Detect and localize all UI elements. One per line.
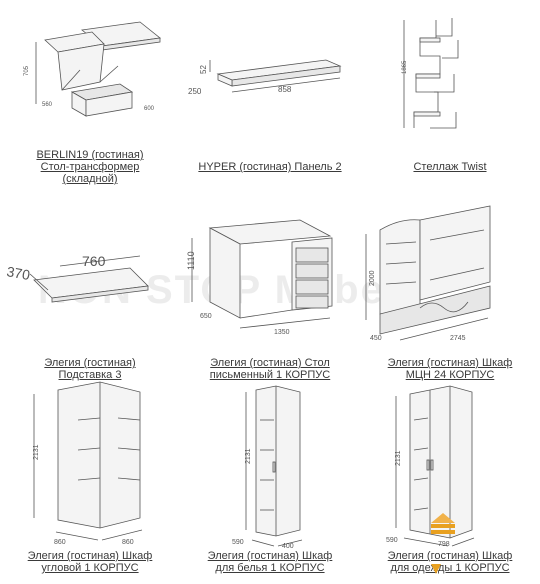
product-drawing-berlin19[interactable]: 705 600 560: [0, 0, 180, 145]
dim-label: 860: [122, 539, 134, 546]
product-link-twist[interactable]: Стеллаж Twist: [360, 161, 540, 173]
caption-line[interactable]: Элегия (гостиная) Шкаф: [387, 357, 513, 369]
product-drawing-hyper[interactable]: 52 250 858: [180, 0, 360, 145]
product-link-wall24[interactable]: Элегия (гостиная) Шкаф МЦН 24 КОРПУС: [360, 357, 540, 381]
caption-line[interactable]: Элегия (гостиная) Стол: [210, 357, 330, 369]
caption-line[interactable]: Элегия (гостиная) Шкаф: [387, 550, 513, 562]
dim-label: 600: [144, 106, 155, 112]
dim-label: 590: [232, 539, 244, 546]
caption-line[interactable]: Стол-трансформер: [40, 161, 140, 173]
dim-label: 2000: [369, 270, 376, 286]
dim-label: 858: [278, 85, 292, 94]
dim-label: 590: [386, 537, 398, 544]
caption-line[interactable]: BERLIN19 (гостиная): [36, 149, 144, 161]
dim-label: 1110: [186, 251, 196, 270]
dim-label: 370: [5, 263, 31, 283]
product-drawing-wall24[interactable]: 2000 2745 450: [360, 190, 540, 350]
dim-label: 760: [82, 253, 106, 269]
caption-line[interactable]: Элегия (гостиная): [44, 357, 136, 369]
caption-line[interactable]: Стеллаж Twist: [413, 161, 487, 173]
dim-label: 2131: [245, 448, 252, 464]
dim-label: 1865: [402, 60, 408, 74]
caption-line[interactable]: угловой 1 КОРПУС: [41, 562, 139, 574]
product-link-corner[interactable]: Элегия (гостиная) Шкаф угловой 1 КОРПУС: [0, 550, 180, 574]
dim-label: 560: [42, 102, 53, 108]
dim-label: 705: [24, 65, 30, 76]
dim-label: 250: [188, 87, 202, 96]
caption-line[interactable]: HYPER (гостиная) Панель 2: [198, 161, 342, 173]
dim-label: 400: [282, 543, 294, 550]
product-link-stand3[interactable]: Элегия (гостиная) Подставка 3: [0, 357, 180, 381]
product-link-clothes[interactable]: Элегия (гостиная) Шкаф для одежды 1 КОРП…: [360, 550, 540, 574]
dim-label: 2131: [395, 450, 402, 466]
caption-line[interactable]: письменный 1 КОРПУС: [209, 369, 331, 381]
product-link-hyper[interactable]: HYPER (гостиная) Панель 2: [180, 161, 360, 173]
dim-label: 450: [370, 335, 382, 342]
product-drawing-twist[interactable]: 1865: [360, 0, 540, 145]
caption-line[interactable]: Подставка 3: [58, 369, 122, 381]
caption-line[interactable]: для одежды 1 КОРПУС: [390, 562, 510, 574]
dim-label: 2131: [33, 444, 40, 460]
arrow-down-icon[interactable]: [430, 562, 442, 576]
scroll-top-icon[interactable]: [428, 509, 458, 539]
product-drawing-desk[interactable]: 1110 1350 650: [180, 190, 360, 350]
product-drawing-clothes[interactable]: 2131 590 798: [360, 380, 540, 550]
product-drawing-stand3[interactable]: 370 760: [0, 190, 180, 350]
caption-line[interactable]: Элегия (гостиная) Шкаф: [27, 550, 153, 562]
dim-label: 52: [199, 65, 208, 74]
product-link-linen[interactable]: Элегия (гостиная) Шкаф для белья 1 КОРПУ…: [180, 550, 360, 574]
dim-label: 1350: [274, 329, 290, 336]
product-drawing-linen[interactable]: 2131 590 400: [180, 380, 360, 550]
dim-label: 2745: [450, 335, 466, 342]
caption-line[interactable]: МЦН 24 КОРПУС: [405, 369, 495, 381]
caption-line[interactable]: (складной): [62, 173, 118, 185]
dim-label: 860: [54, 539, 66, 546]
dim-label: 798: [438, 541, 450, 548]
dim-label: 650: [200, 313, 212, 320]
product-link-desk[interactable]: Элегия (гостиная) Стол письменный 1 КОРП…: [180, 357, 360, 381]
product-link-berlin19[interactable]: BERLIN19 (гостиная) Стол-трансформер (ск…: [0, 149, 180, 185]
caption-line[interactable]: Элегия (гостиная) Шкаф: [207, 550, 333, 562]
product-drawing-corner[interactable]: 2131 860 860: [0, 380, 180, 550]
caption-line[interactable]: для белья 1 КОРПУС: [215, 562, 325, 574]
